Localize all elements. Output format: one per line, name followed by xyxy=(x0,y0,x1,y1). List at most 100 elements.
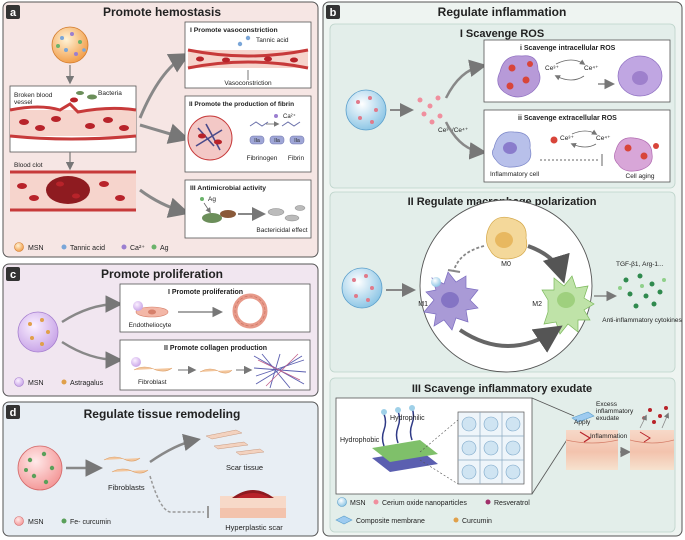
legend-d-msn: MSN xyxy=(28,519,44,526)
label-blood-clot: Blood clot xyxy=(14,162,43,169)
sub2-title: II Promote the production of fibrin xyxy=(189,101,294,108)
label-tannic-acid: Tannic acid xyxy=(256,37,289,44)
label-endotheliocyte: Endotheliocyte xyxy=(129,322,172,329)
c-sub2-title: II Promote collagen production xyxy=(164,345,267,352)
label-broken-vessel-1: Broken blood xyxy=(14,92,53,99)
label-ce3-ii: Ce³⁺ xyxy=(560,135,574,142)
membrane-layers xyxy=(372,405,438,472)
legend-a-ag: Ag xyxy=(160,245,169,252)
macrophage-m2: M2 xyxy=(532,275,595,335)
c-sub1-title: I Promote proliferation xyxy=(168,289,243,296)
panel-d-title: Regulate tissue remodeling xyxy=(84,407,241,421)
label-fibroblast-c: Fibroblast xyxy=(138,379,167,386)
legend-b-membrane: Composite membrane xyxy=(356,518,425,525)
panel-c: c Promote proliferation I Promote prolif… xyxy=(2,263,319,397)
label-inflammation: Inflammation xyxy=(590,433,628,440)
macrophage-m0: M0 xyxy=(486,216,528,268)
label-m1: M1 xyxy=(418,301,428,308)
box-fibrin: II Promote the production of fibrin Ca²⁺… xyxy=(184,95,312,173)
panel-d: d Regulate tissue remodeling Fibroblasts… xyxy=(2,401,319,537)
label-hyperplastic-scar: Hyperplastic scar xyxy=(225,523,283,532)
panel-c-letter: c xyxy=(10,269,16,281)
legend-b-msn: MSN xyxy=(350,500,366,507)
legend-a-tannic: Tannic acid xyxy=(70,245,105,252)
label-broken-vessel-2: vessel xyxy=(14,99,33,106)
panel-d-letter: d xyxy=(10,407,17,419)
ros-title: I Scavenge ROS xyxy=(460,28,544,40)
label-vasoconstriction: Vasoconstriction xyxy=(224,80,272,87)
msn-particle-b2 xyxy=(341,267,383,309)
panel-c-title: Promote proliferation xyxy=(101,267,223,281)
panel-b: b Regulate inflammation I Scavenge ROS C… xyxy=(322,1,683,537)
legend-b-curcumin: Curcumin xyxy=(462,518,492,525)
label-ca-fibrin: Ca²⁺ xyxy=(283,113,296,120)
label-ce-ions: Ce³⁺/Ce⁴⁺ xyxy=(438,127,469,134)
broken-vessel-illustration: Broken blood vessel Bacteria xyxy=(9,85,137,153)
legend-a-ca: Ca²⁺ xyxy=(130,245,145,252)
msn-particle-c xyxy=(17,311,59,353)
panel-b-letter: b xyxy=(330,7,337,19)
skin-before xyxy=(565,411,619,470)
sub3-title: III Antimicrobial activity xyxy=(190,185,266,192)
label-scar-tissue: Scar tissue xyxy=(226,463,263,472)
label-fibrin: Fibrin xyxy=(288,155,305,162)
legend-c: MSN Astragalus xyxy=(14,377,104,387)
label-ce3-i: Ce³⁺ xyxy=(545,65,559,72)
factor-label-2: IIa xyxy=(274,138,280,144)
label-fibrinogen: Fibrinogen xyxy=(247,155,278,162)
legend-d-fe-curcumin: Fe- curcumin xyxy=(70,519,111,526)
blood-clot-illustration: Blood clot xyxy=(10,162,136,212)
label-excess-3: exudate xyxy=(596,415,620,422)
label-bactericidal: Bactericidal effect xyxy=(256,227,307,234)
legend-c-msn: MSN xyxy=(28,380,44,387)
label-m2: M2 xyxy=(532,301,542,308)
label-cell-aging: Cell aging xyxy=(626,173,655,180)
label-ce4-i: Ce⁴⁺ xyxy=(584,65,599,72)
panel-a-letter: a xyxy=(10,7,17,19)
msn-particle-a xyxy=(51,26,89,64)
sub1-title: I Promote vasoconstriction xyxy=(190,27,278,34)
factor-label-1: IIa xyxy=(254,138,260,144)
label-tgf: TGF-β1, Arg-1... xyxy=(616,261,664,268)
scar-tissue-illustration: Scar tissue xyxy=(205,429,265,472)
label-ce4-ii: Ce⁴⁺ xyxy=(596,135,611,142)
hyperplastic-scar-illustration: Hyperplastic scar xyxy=(220,490,286,532)
label-excess-1: Excess xyxy=(596,401,618,408)
box-proliferation: I Promote proliferation Endotheliocyte xyxy=(119,283,311,333)
panel-a-title: Promote hemostasis xyxy=(103,5,221,19)
intracellular-title: i Scavenge intracellular ROS xyxy=(520,45,616,52)
label-inflammatory-cell: Inflammatory cell xyxy=(490,171,540,178)
label-m0: M0 xyxy=(501,261,511,268)
panel-b-title: Regulate inflammation xyxy=(438,5,567,19)
section-macrophage-polarization: II Regulate macrophage polarization M0 xyxy=(329,191,682,373)
label-fibroblasts: Fibroblasts xyxy=(108,483,145,492)
section-inflammatory-exudate: III Scavenge inflammatory exudate Hydrop… xyxy=(329,377,676,533)
label-apply: Apply xyxy=(574,419,591,426)
label-cytokines: Anti-inflammatory cytokines xyxy=(602,317,682,324)
msn-particle-d xyxy=(17,445,63,491)
label-hydrophilic: Hydrophilic xyxy=(390,415,425,422)
box-antimicrobial: III Antimicrobial activity Ag Bactericid… xyxy=(184,179,312,239)
label-hydrophobic: Hydrophobic xyxy=(340,437,380,444)
macrophage-m1: M1 xyxy=(418,271,479,331)
label-ag: Ag xyxy=(208,196,216,203)
section-scavenge-ros: I Scavenge ROS Ce³⁺/Ce⁴⁺ i Scavenge intr… xyxy=(329,23,676,189)
panel-a: a Promote hemostasis Broken blo xyxy=(2,1,319,258)
membrane-grid xyxy=(419,411,525,485)
bacteria-icon xyxy=(87,94,97,100)
legend-d: MSN Fe- curcumin xyxy=(14,516,111,526)
legend-c-astragalus: Astragalus xyxy=(70,380,104,387)
legend-b: MSN Cerium oxide nanoparticles Resveratr… xyxy=(335,497,530,525)
legend-a-msn: MSN xyxy=(28,245,44,252)
label-bacteria: Bacteria xyxy=(98,90,122,97)
box-collagen: II Promote collagen production Fibroblas… xyxy=(119,339,311,391)
msn-particle-b1 xyxy=(345,89,387,131)
factor-label-3: IIa xyxy=(294,138,300,144)
box-intracellular-ros: i Scavenge intracellular ROS Ce³⁺ Ce⁴⁺ xyxy=(483,39,671,103)
skin-after xyxy=(629,406,675,470)
box-extracellular-ros: ii Scavenge extracellular ROS Inflammato… xyxy=(483,109,671,183)
fibroblasts-illustration: Fibroblasts xyxy=(103,456,149,492)
extracellular-title: ii Scavenge extracellular ROS xyxy=(518,115,617,122)
